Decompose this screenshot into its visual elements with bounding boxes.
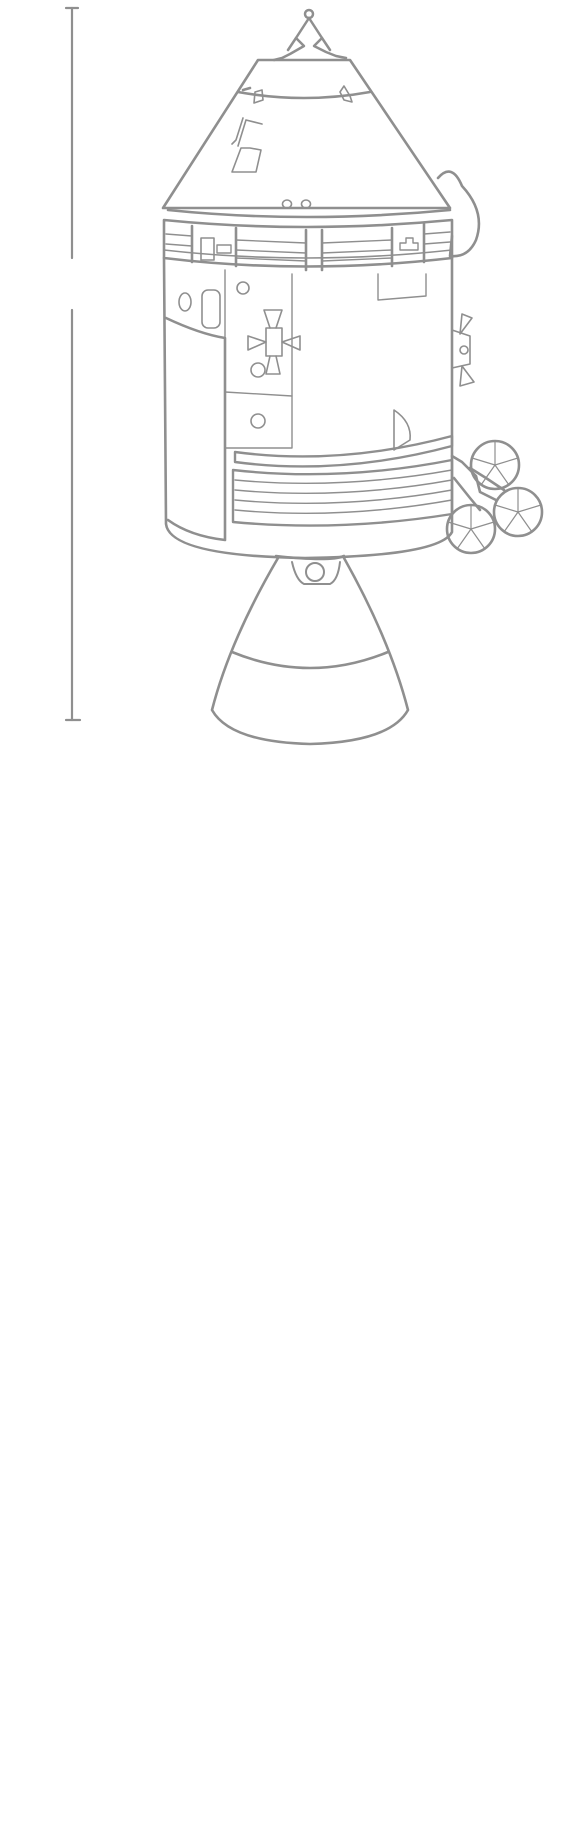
- cone-upper-band: [236, 90, 372, 100]
- band-panel-antenna-box: [399, 237, 419, 251]
- cone-port-right: [300, 199, 312, 209]
- body-vent-oval: [178, 292, 192, 312]
- service-module-band: [162, 218, 454, 272]
- band-panel-small: [216, 244, 232, 254]
- band-panel-door: [200, 237, 215, 261]
- rcs-quad: [451, 313, 475, 387]
- service-module-body: [162, 256, 454, 560]
- command-module: [161, 58, 452, 219]
- antenna-dish-top: [469, 439, 521, 491]
- high-gain-antenna: [436, 170, 544, 555]
- cone-window-left: [253, 89, 264, 104]
- antenna-dish-right: [492, 486, 544, 538]
- antenna-dish-bottom: [445, 503, 497, 555]
- cone-hatch: [231, 147, 262, 173]
- command-module-cone: [161, 58, 452, 210]
- body-vent-slot: [201, 289, 221, 329]
- cone-port-left: [281, 199, 293, 209]
- engine-nozzle: [210, 554, 410, 746]
- docking-probe: [272, 8, 348, 62]
- scale-bar: [64, 6, 82, 722]
- center-rcs-thruster: [247, 309, 301, 375]
- cone-window-right: [339, 85, 353, 103]
